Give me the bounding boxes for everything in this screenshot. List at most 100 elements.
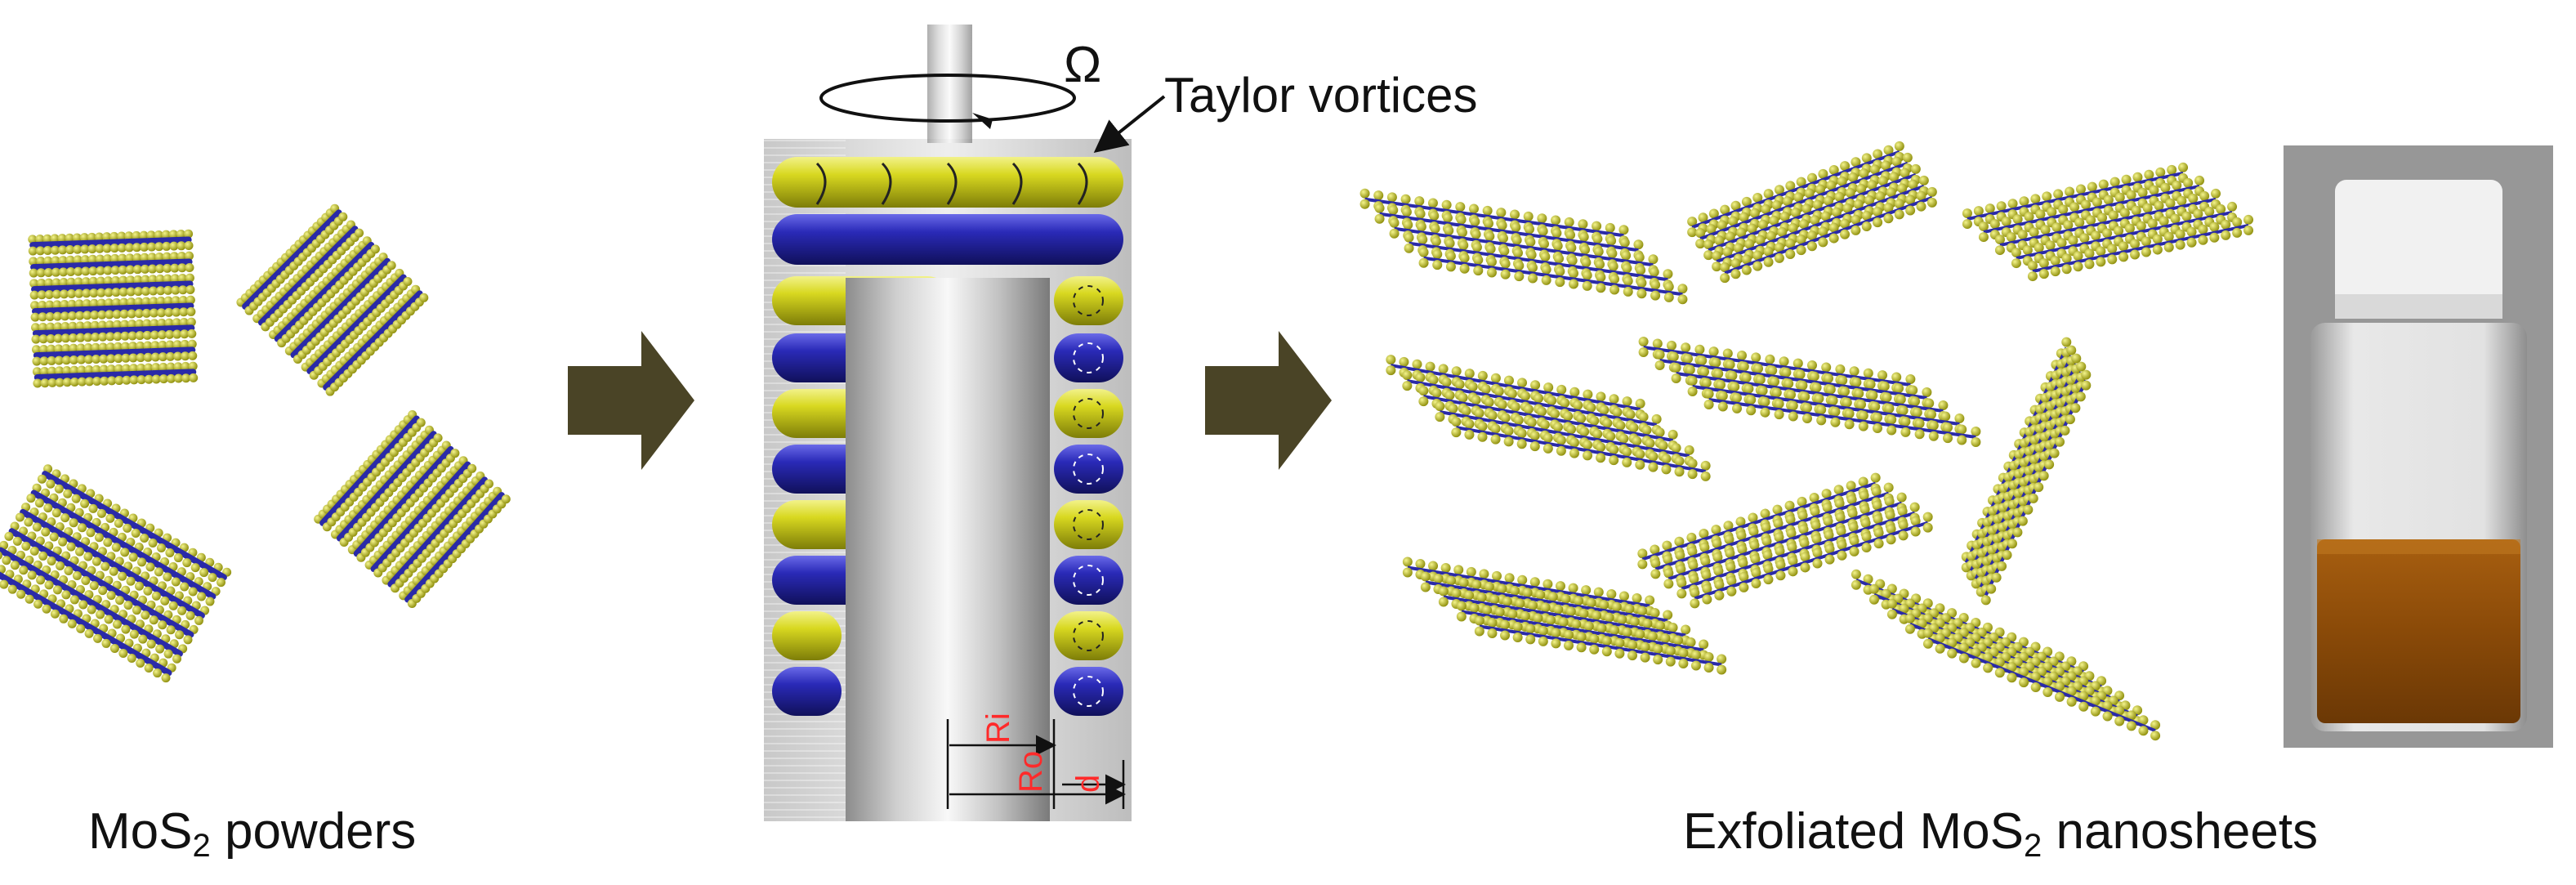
mos2-nanosheet bbox=[1687, 141, 1937, 284]
sulfur-atom bbox=[1609, 284, 1620, 295]
sulfur-atom bbox=[173, 351, 183, 361]
sulfur-atom bbox=[1632, 436, 1642, 446]
sulfur-atom bbox=[120, 320, 130, 329]
sulfur-atom bbox=[1555, 266, 1565, 277]
sulfur-atom bbox=[1551, 638, 1561, 649]
sulfur-atom bbox=[1386, 192, 1397, 203]
sulfur-atom bbox=[119, 297, 129, 307]
sulfur-atom bbox=[1736, 530, 1747, 541]
sulfur-atom bbox=[1747, 223, 1757, 234]
sulfur-atom bbox=[47, 344, 56, 354]
sulfur-atom bbox=[2204, 206, 2215, 217]
sulfur-atom bbox=[1609, 455, 1619, 466]
sulfur-atom bbox=[1578, 219, 1588, 230]
sulfur-atom bbox=[2107, 254, 2118, 265]
sulfur-atom bbox=[1403, 220, 1413, 230]
sulfur-atom bbox=[165, 329, 175, 339]
sulfur-atom bbox=[1767, 365, 1778, 376]
sulfur-atom bbox=[87, 232, 96, 242]
sulfur-atom bbox=[1622, 627, 1632, 637]
sulfur-atom bbox=[1564, 217, 1574, 227]
sulfur-atom bbox=[83, 311, 92, 320]
sulfur-atom bbox=[2012, 527, 2023, 538]
sulfur-atom bbox=[1578, 608, 1589, 619]
sulfur-atom bbox=[1712, 251, 1722, 261]
sulfur-atom bbox=[1482, 205, 1493, 216]
sulfur-atom bbox=[2209, 232, 2220, 243]
sulfur-atom bbox=[184, 229, 194, 239]
sulfur-atom bbox=[1788, 400, 1798, 411]
sulfur-atom bbox=[36, 257, 46, 266]
sulfur-atom bbox=[1694, 344, 1705, 355]
sulfur-atom bbox=[1725, 548, 1735, 558]
sulfur-atom bbox=[1663, 281, 1674, 292]
molybdenum-layer bbox=[404, 492, 505, 603]
sulfur-atom bbox=[1374, 213, 1385, 224]
vortex-flow-icon bbox=[1073, 285, 1104, 316]
sulfur-atom bbox=[1971, 426, 1981, 436]
sulfur-atom bbox=[1863, 368, 1873, 378]
sulfur-atom bbox=[1359, 199, 1370, 209]
sulfur-atom bbox=[1663, 269, 1673, 279]
sulfur-atom bbox=[153, 668, 163, 678]
sulfur-atom bbox=[135, 319, 145, 329]
sulfur-atom bbox=[1438, 597, 1449, 607]
sulfur-atom bbox=[1902, 152, 1913, 163]
sulfur-atom bbox=[2097, 212, 2108, 223]
vortex-flow-icon bbox=[1073, 676, 1104, 707]
sulfur-atom bbox=[2167, 164, 2177, 175]
sulfur-atom bbox=[1650, 544, 1660, 555]
sulfur-atom bbox=[1554, 253, 1565, 264]
sulfur-atom bbox=[1663, 554, 1673, 565]
sulfur-atom bbox=[1487, 618, 1498, 628]
sulfur-atom bbox=[104, 288, 114, 297]
sulfur-atom bbox=[2114, 226, 2124, 236]
sulfur-atom bbox=[96, 276, 105, 286]
sulfur-atom bbox=[170, 263, 180, 273]
sulfur-atom bbox=[1688, 560, 1699, 570]
sulfur-atom bbox=[105, 332, 115, 342]
sulfur-atom bbox=[1788, 223, 1798, 234]
sulfur-atom bbox=[1530, 380, 1541, 391]
sulfur-atom bbox=[2051, 222, 2062, 233]
mos2-stack bbox=[28, 229, 199, 388]
sulfur-atom bbox=[55, 366, 65, 376]
sulfur-atom bbox=[105, 320, 114, 330]
sulfur-atom bbox=[2138, 726, 2149, 736]
sulfur-atom bbox=[28, 246, 38, 256]
sulfur-atom bbox=[1797, 510, 1808, 521]
sulfur-atom bbox=[68, 333, 78, 342]
sulfur-atom bbox=[74, 547, 84, 556]
sulfur-atom bbox=[2038, 471, 2049, 481]
sulfur-atom bbox=[2152, 244, 2163, 255]
sulfur-atom bbox=[1690, 598, 1700, 609]
sulfur-atom bbox=[33, 599, 43, 609]
sulfur-atom bbox=[1507, 388, 1517, 399]
sulfur-atom bbox=[1717, 401, 1728, 412]
sulfur-atom bbox=[90, 311, 100, 320]
sulfur-atom bbox=[2186, 237, 2197, 248]
sulfur-atom bbox=[1884, 496, 1895, 507]
sulfur-atom bbox=[1497, 220, 1507, 230]
sulfur-atom bbox=[111, 288, 121, 297]
sulfur-atom bbox=[1671, 443, 1681, 454]
sulfur-atom bbox=[1606, 589, 1617, 600]
sulfur-atom bbox=[103, 266, 113, 275]
sulfur-atom bbox=[1649, 266, 1659, 277]
sulfur-atom bbox=[1457, 227, 1467, 238]
molybdenum-layer bbox=[1425, 580, 1668, 623]
sulfur-atom bbox=[1868, 390, 1878, 400]
sulfur-atom bbox=[10, 561, 20, 570]
molybdenum-layer bbox=[1643, 346, 1911, 387]
sulfur-atom bbox=[1750, 554, 1761, 565]
sulfur-atom bbox=[1886, 524, 1896, 534]
sulfur-atom bbox=[59, 278, 69, 288]
sulfur-atom bbox=[2042, 676, 2053, 686]
sulfur-atom bbox=[69, 343, 78, 353]
sulfur-atom bbox=[2165, 198, 2176, 208]
sulfur-atom bbox=[1582, 280, 1592, 291]
sulfur-atom bbox=[2221, 230, 2231, 240]
sulfur-atom bbox=[96, 266, 105, 275]
sulfur-atom bbox=[140, 264, 150, 274]
sulfur-atom bbox=[1537, 213, 1547, 224]
